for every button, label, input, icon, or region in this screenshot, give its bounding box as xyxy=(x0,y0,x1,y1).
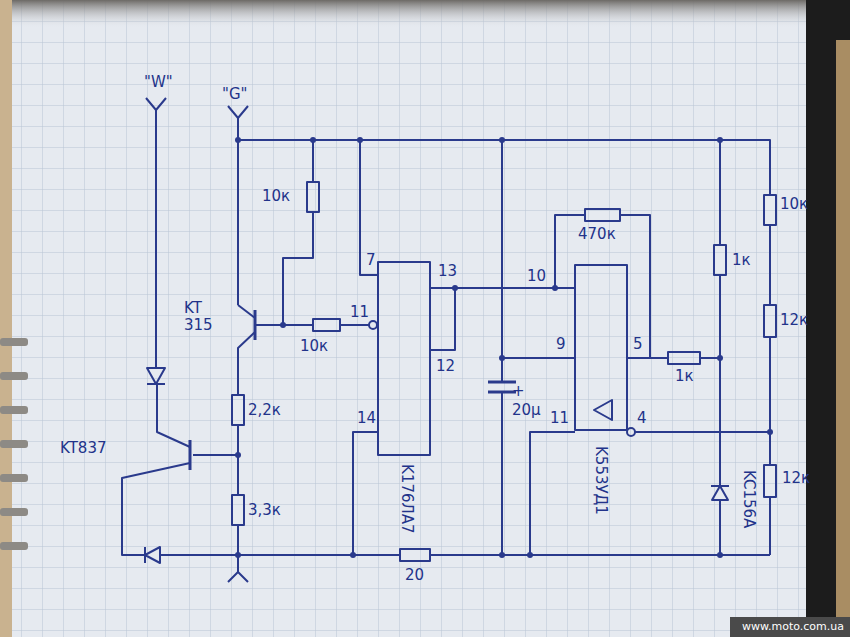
component-label: 7 xyxy=(366,252,376,269)
component-label: + xyxy=(512,383,525,400)
component-label: 10к xyxy=(300,338,328,355)
component-label: K176ЛА7 xyxy=(398,464,415,534)
component-label: 470к xyxy=(578,226,616,243)
component-label: 13 xyxy=(438,263,457,280)
component-label: KT 315 xyxy=(184,300,224,334)
component-label: 20 xyxy=(405,567,424,584)
component-label: KC156A xyxy=(740,470,757,528)
component-label: 12к xyxy=(780,312,808,329)
component-label: 4 xyxy=(637,410,647,427)
component-label: 1к xyxy=(675,368,694,385)
component-label: 12к xyxy=(782,470,810,487)
component-label: 11 xyxy=(550,410,569,427)
component-label: 14 xyxy=(357,410,376,427)
component-label: K553УД1 xyxy=(592,446,609,515)
component-label: 9 xyxy=(556,336,566,353)
component-label: 10к xyxy=(780,196,808,213)
component-label: KT837 xyxy=(60,440,106,457)
component-label: 12 xyxy=(436,358,455,375)
component-label: 10к xyxy=(262,188,290,205)
component-label: 11 xyxy=(350,304,369,321)
component-label: 10 xyxy=(527,268,546,285)
component-label: 1к xyxy=(732,252,751,269)
component-label: 20µ xyxy=(512,402,541,419)
watermark: www.moto.com.ua xyxy=(742,620,844,633)
component-label: 2,2к xyxy=(248,402,281,419)
terminal-label: "W" xyxy=(144,74,173,91)
component-label: 3,3к xyxy=(248,502,281,519)
terminal-label: "G" xyxy=(222,86,247,103)
component-label: 5 xyxy=(633,336,643,353)
